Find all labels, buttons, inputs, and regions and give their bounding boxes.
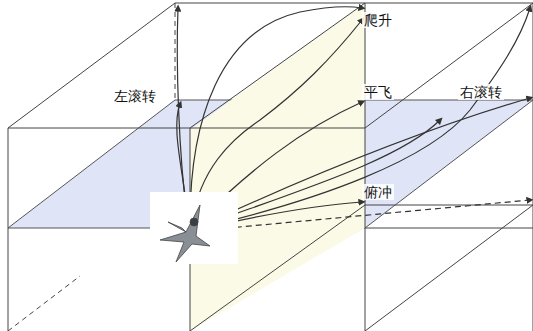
trajectory-label: 爬升 [362, 12, 394, 28]
trajectory-label: 俯冲 [362, 184, 394, 200]
trajectory-label: 左滚转 [112, 88, 158, 104]
trajectory-label: 平飞 [362, 84, 394, 100]
trajectory-label: 右滚转 [458, 84, 504, 100]
